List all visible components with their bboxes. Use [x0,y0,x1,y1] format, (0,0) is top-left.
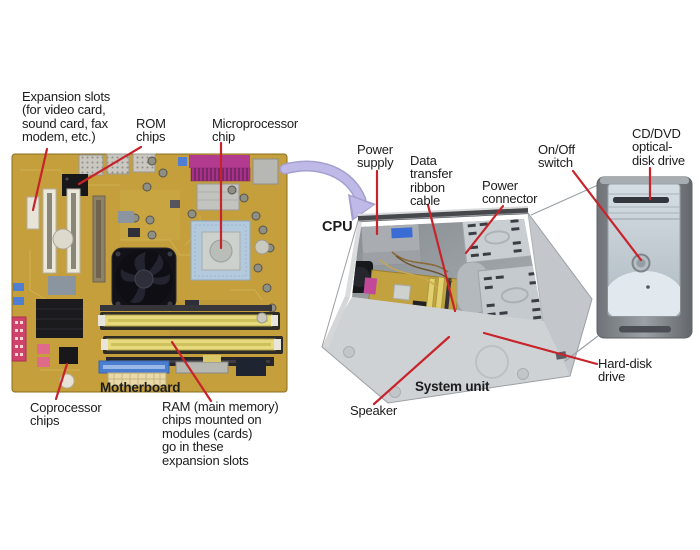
label-coprocessor-chips: Coprocessor chips [30,400,102,429]
io-shield-block [106,153,130,175]
io-shield-block [78,154,104,176]
case-vent-circle [475,345,509,379]
power-led [646,285,650,289]
leader-ram [170,340,213,403]
leader-data-cable [426,203,457,313]
chip [48,276,76,295]
label-power-connector: Power connector [482,178,538,207]
ide-connector [11,316,27,362]
label-data-transfer-ribbon-cable: Data transfer ribbon cable [410,153,453,209]
leader-expansion-slots [31,147,49,212]
label-motherboard: Motherboard [100,380,181,395]
cooling-fan [111,247,177,311]
pink-connector [37,344,50,354]
drive-bay-lower [477,263,543,321]
leader-on-off [571,169,643,262]
coprocessor-chip [59,347,78,364]
pink-connector [37,357,50,367]
label-microprocessor-chip: Microprocessor chip [212,116,299,145]
io-port-block [189,155,250,168]
label-expansion-slots: Expansion slots (for video card, sound c… [22,89,111,145]
system-unit-illustration [321,206,593,404]
leader-coprocessor [54,362,69,401]
optical-drive-slot [613,197,669,203]
cmos-battery [52,228,74,250]
rear-connector-row [175,361,229,374]
label-power-supply: Power supply [357,142,394,171]
drive-bay-upper [461,219,533,264]
case-right-face [528,213,592,376]
label-ram-note: RAM (main memory) chips mounted on modul… [162,399,279,468]
navy-chip [236,358,266,376]
label-cpu: CPU [322,219,353,235]
motherboard-illustration [11,153,288,393]
leader-rom-chips [77,145,143,186]
port-blue [178,157,187,166]
tower-bottom-vent [619,326,671,333]
case-bottom-face [322,297,570,403]
label-system-unit: System unit [415,379,490,394]
panel-sheen [608,271,680,316]
case-foot [517,368,529,380]
label-rom-chips: ROM chips [136,116,166,145]
expansion-slot-small [26,196,40,230]
capacitors [118,156,277,313]
tower-illustration [596,176,693,339]
power-supply-unit [360,222,422,267]
gray-block [252,158,279,185]
leader-power-connector [464,204,505,255]
label-on-off-switch: On/Off switch [538,142,575,171]
leader-hard-disk [482,331,599,366]
label-hard-disk-drive: Hard-disk drive [598,356,652,385]
leader-lines [31,141,652,406]
case-foot [343,346,355,358]
transfer-arrow-icon [279,160,376,221]
label-speaker: Speaker [350,403,398,418]
leader-speaker [372,335,451,406]
label-cd-dvd-drive: CD/DVD optical- disk drive [632,126,685,168]
